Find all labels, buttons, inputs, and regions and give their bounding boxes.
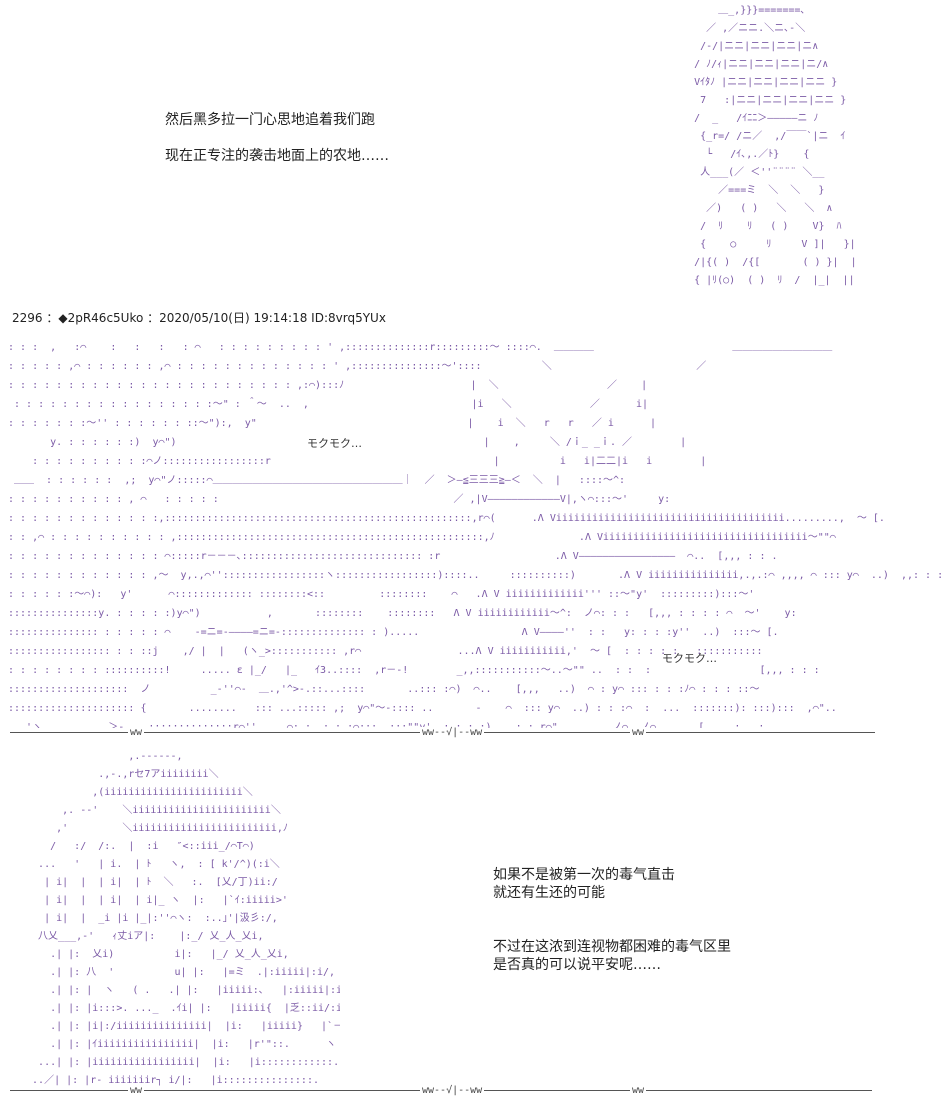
post-header: 2296 ：◆2pR46c5Uko ：2020/05/10(日) 19:14:1… <box>12 311 386 325</box>
character-art-top: ＿_,}}}=======､ ／ ,／ニニ.＼ニ､‐＼ /‐/|ニニ|ニニ|ニニ… <box>694 5 857 286</box>
narration-bottom-line-4: 是否真的可以说平安呢…… <box>493 957 661 973</box>
separator-1-label-mid: ww‐‐√|‐‐ww <box>420 727 485 738</box>
narration-top-line-1: 然后黑多拉一门心思地追着我们跑 <box>165 112 375 128</box>
separator-1-label-right: ww <box>630 727 647 738</box>
narration-bottom-line-2: 就还有生还的可能 <box>493 885 605 901</box>
poison-smoke-scene-art: : : : , :⌒ : : : : ⌒ : : : : : : : : : '… <box>8 342 943 728</box>
narration-bottom-line-1: 如果不是被第一次的毒气直击 <box>493 867 675 883</box>
narration-top-line-2: 现在正专注的袭击地面上的农地…… <box>165 148 389 164</box>
separator-2-label-mid: ww‐‐√|‐‐ww <box>420 1085 485 1096</box>
sfx-mokumoku-1: モクモク… <box>307 437 362 450</box>
sfx-mokumoku-2: モクモク… <box>662 652 717 665</box>
narration-bottom-line-3: 不过在这浓到连视物都困难的毒气区里 <box>493 939 731 955</box>
character-art-bottom: ,.-‐--‐-, .,-.,rセ7アiiiiiiii＼ ,(iiiiiiiii… <box>32 751 340 1086</box>
separator-2-label-right: ww <box>630 1085 647 1096</box>
separator-2-label-left: ww <box>128 1085 145 1096</box>
separator-1-label-left: ww <box>128 727 145 738</box>
